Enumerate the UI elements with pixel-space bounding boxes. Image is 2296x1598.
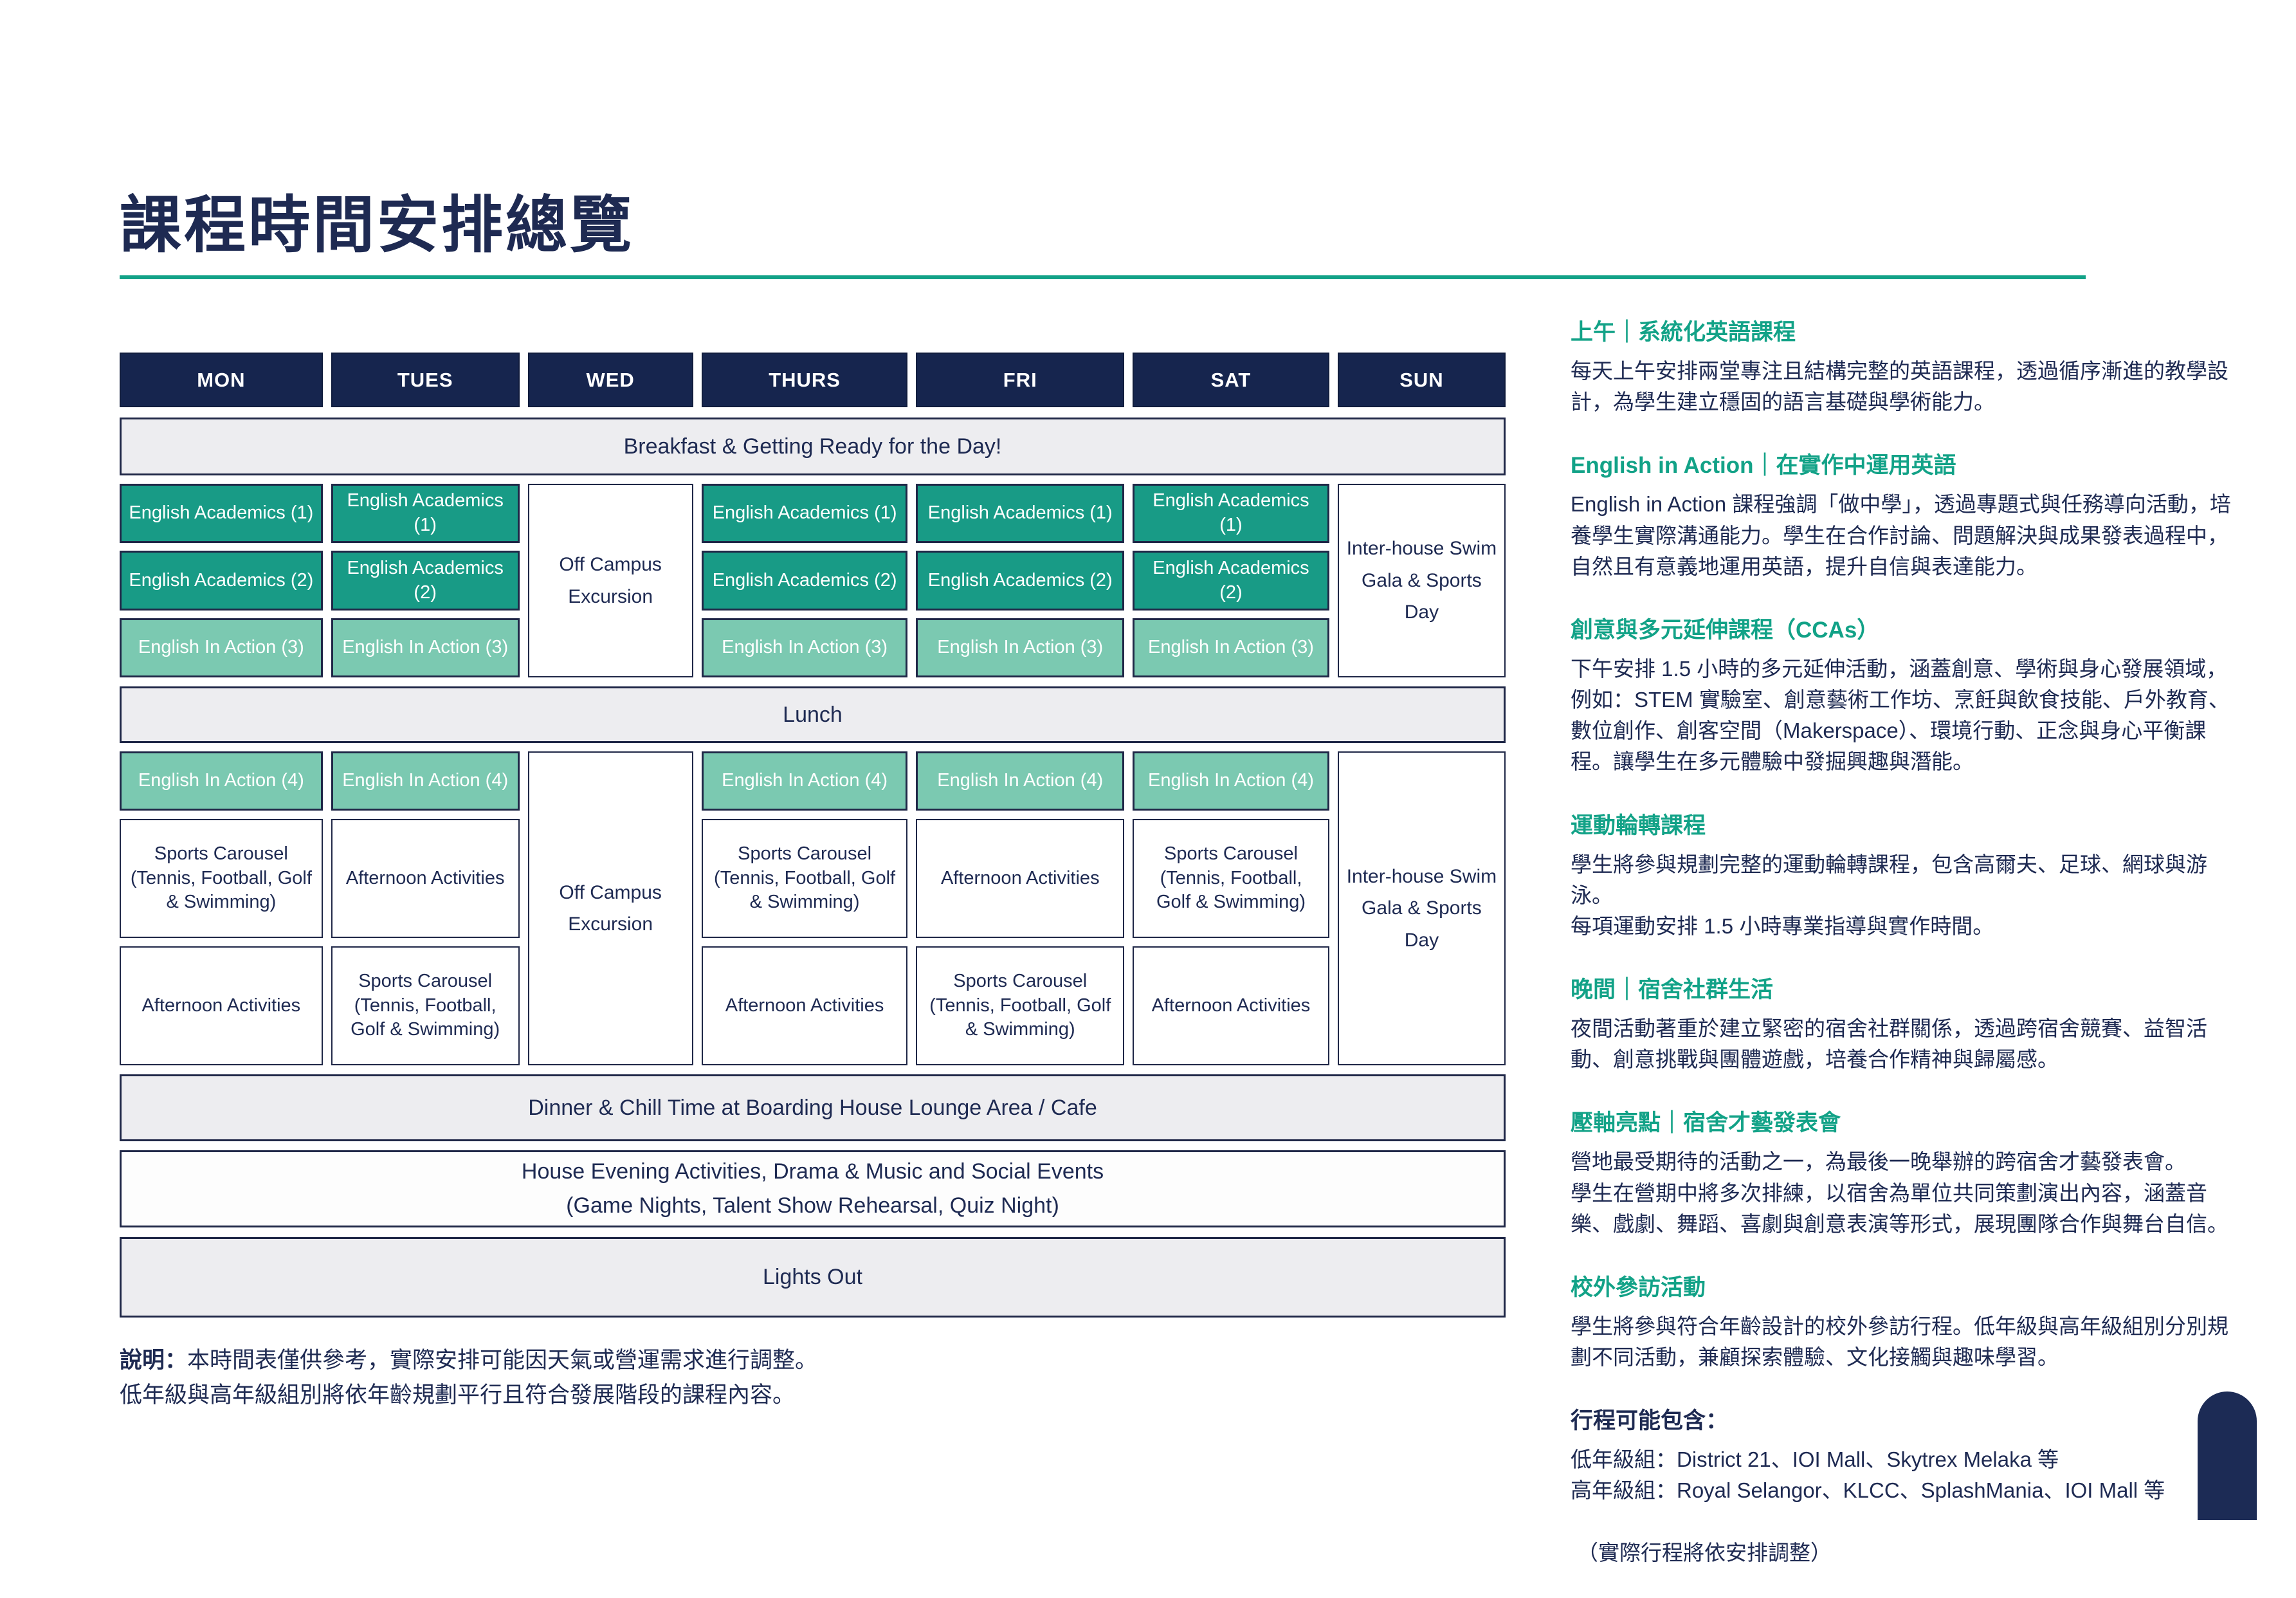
day-header-thurs: THURS	[701, 353, 908, 407]
section-body: 學生將參與符合年齡設計的校外參訪行程。低年級與高年級組別分別規劃不同活動，兼顧探…	[1571, 1314, 2228, 1370]
section-talent-show: 壓軸亮點｜宿舍才藝發表會 營地最受期待的活動之一，為最後一晚舉辦的跨宿舍才藝發表…	[1571, 1105, 2245, 1240]
section-body: 營地最受期待的活動之一，為最後一晚舉辦的跨宿舍才藝發表會。 學生在營期中將多次排…	[1571, 1150, 2228, 1236]
footnote-line1: 說明：本時間表僅供參考，實際安排可能因天氣或營運需求進行調整。	[120, 1348, 818, 1373]
footnote-label: 說明：	[120, 1348, 188, 1373]
mon-english-in-action-4: English In Action (4)	[120, 751, 323, 811]
section-morning-english: 上午｜系統化英語課程 每天上午安排兩堂專注且結構完整的英語課程，透過循序漸進的教…	[1571, 314, 2245, 418]
page-title: 課程時間安排總覽	[120, 191, 634, 260]
section-body: 夜間活動著重於建立緊密的宿舍社群關係，透過跨宿舍競賽、益智活動、創意挑戰與團體遊…	[1571, 1016, 2207, 1072]
section-evening-boarding: 晚間｜宿舍社群生活 夜間活動著重於建立緊密的宿舍社群關係，透過跨宿舍競賽、益智活…	[1571, 971, 2245, 1075]
fri-english-academics-1: English Academics (1)	[916, 484, 1125, 543]
breakfast-row: Breakfast & Getting Ready for the Day!	[120, 418, 1506, 475]
sat-english-academics-1: English Academics (1)	[1133, 484, 1329, 543]
section-itinerary: 行程可能包含： 低年級組：District 21、IOI Mall、Skytre…	[1571, 1402, 2245, 1568]
itinerary-senior-group: 高年級組：Royal Selangor、KLCC、SplashMania、IOI…	[1571, 1478, 2165, 1503]
thurs-english-academics-1: English Academics (1)	[701, 484, 908, 543]
weekly-timetable: MON TUES WED THURS FRI SAT SUN Breakfast…	[120, 353, 1506, 1318]
itinerary-note: （實際行程將依安排調整）	[1577, 1540, 1832, 1565]
section-heading: 上午｜系統化英語課程	[1571, 320, 1796, 345]
section-heading: 晚間｜宿舍社群生活	[1571, 977, 1774, 1003]
dinner-row: Dinner & Chill Time at Boarding House Lo…	[120, 1074, 1506, 1141]
day-header-sun: SUN	[1337, 353, 1506, 407]
sun-swim-gala-pm: Inter-house Swim Gala & Sports Day	[1337, 751, 1506, 1065]
section-heading: 創意與多元延伸課程（CCAs）	[1571, 617, 1880, 643]
sun-swim-gala: Inter-house Swim Gala & Sports Day	[1337, 484, 1506, 677]
footnote-line2: 低年級與高年級組別將依年齡規劃平行且符合發展階段的課程內容。	[120, 1382, 796, 1408]
section-body: 學生將參與規劃完整的運動輪轉課程，包含高爾夫、足球、網球與游泳。 每項運動安排 …	[1571, 852, 2207, 938]
fri-afternoon-activities: Afternoon Activities	[916, 819, 1125, 938]
sat-sports-carousel: Sports Carousel (Tennis, Football, Golf …	[1133, 819, 1329, 938]
section-heading: English in Action｜在實作中運用英語	[1571, 453, 1956, 479]
thurs-english-academics-2: English Academics (2)	[701, 551, 908, 611]
section-ccas: 創意與多元延伸課程（CCAs） 下午安排 1.5 小時的多元延伸活動，涵蓋創意、…	[1571, 612, 2245, 778]
section-sports-rotation: 運動輪轉課程 學生將參與規劃完整的運動輪轉課程，包含高爾夫、足球、網球與游泳。 …	[1571, 807, 2245, 942]
itinerary-title: 行程可能包含：	[1571, 1408, 1729, 1434]
fri-english-academics-2: English Academics (2)	[916, 551, 1125, 611]
wed-off-campus-excursion: Off Campus Excursion	[527, 484, 693, 677]
corner-pill-decoration	[2198, 1391, 2257, 1520]
mon-sports-carousel: Sports Carousel (Tennis, Football, Golf …	[120, 819, 323, 938]
afternoon-grid: English In Action (4) English In Action …	[120, 751, 1506, 1065]
sat-english-in-action-4: English In Action (4)	[1133, 751, 1329, 811]
tues-sports-carousel: Sports Carousel (Tennis, Football, Golf …	[331, 946, 520, 1065]
evening-activities-line2: (Game Nights, Talent Show Rehearsal, Qui…	[566, 1193, 1059, 1218]
day-header-sat: SAT	[1133, 353, 1329, 407]
lunch-row: Lunch	[120, 686, 1506, 743]
footnote: 說明：本時間表僅供參考，實際安排可能因天氣或營運需求進行調整。 低年級與高年級組…	[120, 1343, 817, 1413]
day-header-mon: MON	[120, 353, 323, 407]
info-sidebar: 上午｜系統化英語課程 每天上午安排兩堂專注且結構完整的英語課程，透過循序漸進的教…	[1571, 314, 2245, 1598]
mon-english-academics-2: English Academics (2)	[120, 551, 323, 611]
section-body: 每天上午安排兩堂專注且結構完整的英語課程，透過循序漸進的教學設計，為學生建立穩固…	[1571, 359, 2228, 414]
sat-english-in-action-3: English In Action (3)	[1133, 618, 1329, 677]
section-body: 下午安排 1.5 小時的多元延伸活動，涵蓋創意、學術與身心發展領域，例如：STE…	[1571, 656, 2230, 774]
section-heading: 壓軸亮點｜宿舍才藝發表會	[1571, 1110, 1841, 1136]
thurs-sports-carousel: Sports Carousel (Tennis, Football, Golf …	[701, 819, 908, 938]
fri-english-in-action-3: English In Action (3)	[916, 618, 1125, 677]
tues-english-in-action-3: English In Action (3)	[331, 618, 520, 677]
section-heading: 校外參訪活動	[1571, 1274, 1706, 1300]
day-header-wed: WED	[527, 353, 693, 407]
day-header-fri: FRI	[916, 353, 1125, 407]
thurs-afternoon-activities: Afternoon Activities	[701, 946, 908, 1065]
thurs-english-in-action-3: English In Action (3)	[701, 618, 908, 677]
tues-english-academics-2: English Academics (2)	[331, 551, 520, 611]
section-heading: 運動輪轉課程	[1571, 813, 1706, 838]
lights-out-row: Lights Out	[120, 1237, 1506, 1318]
evening-activities-row: House Evening Activities, Drama & Music …	[120, 1150, 1506, 1227]
title-underline	[120, 275, 2086, 279]
day-header-tues: TUES	[331, 353, 520, 407]
tues-afternoon-activities: Afternoon Activities	[331, 819, 520, 938]
thurs-english-in-action-4: English In Action (4)	[701, 751, 908, 811]
tues-english-in-action-4: English In Action (4)	[331, 751, 520, 811]
mon-english-academics-1: English Academics (1)	[120, 484, 323, 543]
section-excursions: 校外參訪活動 學生將參與符合年齡設計的校外參訪行程。低年級與高年級組別分別規劃不…	[1571, 1269, 2245, 1373]
wed-off-campus-excursion-pm: Off Campus Excursion	[527, 751, 693, 1065]
section-body: English in Action 課程強調「做中學」，透過專題式與任務導向活動…	[1571, 492, 2231, 578]
itinerary-junior-group: 低年級組：District 21、IOI Mall、Skytrex Melaka…	[1571, 1447, 2059, 1472]
tues-english-academics-1: English Academics (1)	[331, 484, 520, 543]
morning-grid: English Academics (1) English Academics …	[120, 484, 1506, 677]
fri-english-in-action-4: English In Action (4)	[916, 751, 1125, 811]
mon-english-in-action-3: English In Action (3)	[120, 618, 323, 677]
sat-afternoon-activities: Afternoon Activities	[1133, 946, 1329, 1065]
evening-activities-line1: House Evening Activities, Drama & Music …	[521, 1159, 1104, 1184]
section-english-in-action: English in Action｜在實作中運用英語 English in Ac…	[1571, 447, 2245, 582]
fri-sports-carousel: Sports Carousel (Tennis, Football, Golf …	[916, 946, 1125, 1065]
day-header-row: MON TUES WED THURS FRI SAT SUN	[120, 353, 1506, 407]
mon-afternoon-activities: Afternoon Activities	[120, 946, 323, 1065]
sat-english-academics-2: English Academics (2)	[1133, 551, 1329, 611]
